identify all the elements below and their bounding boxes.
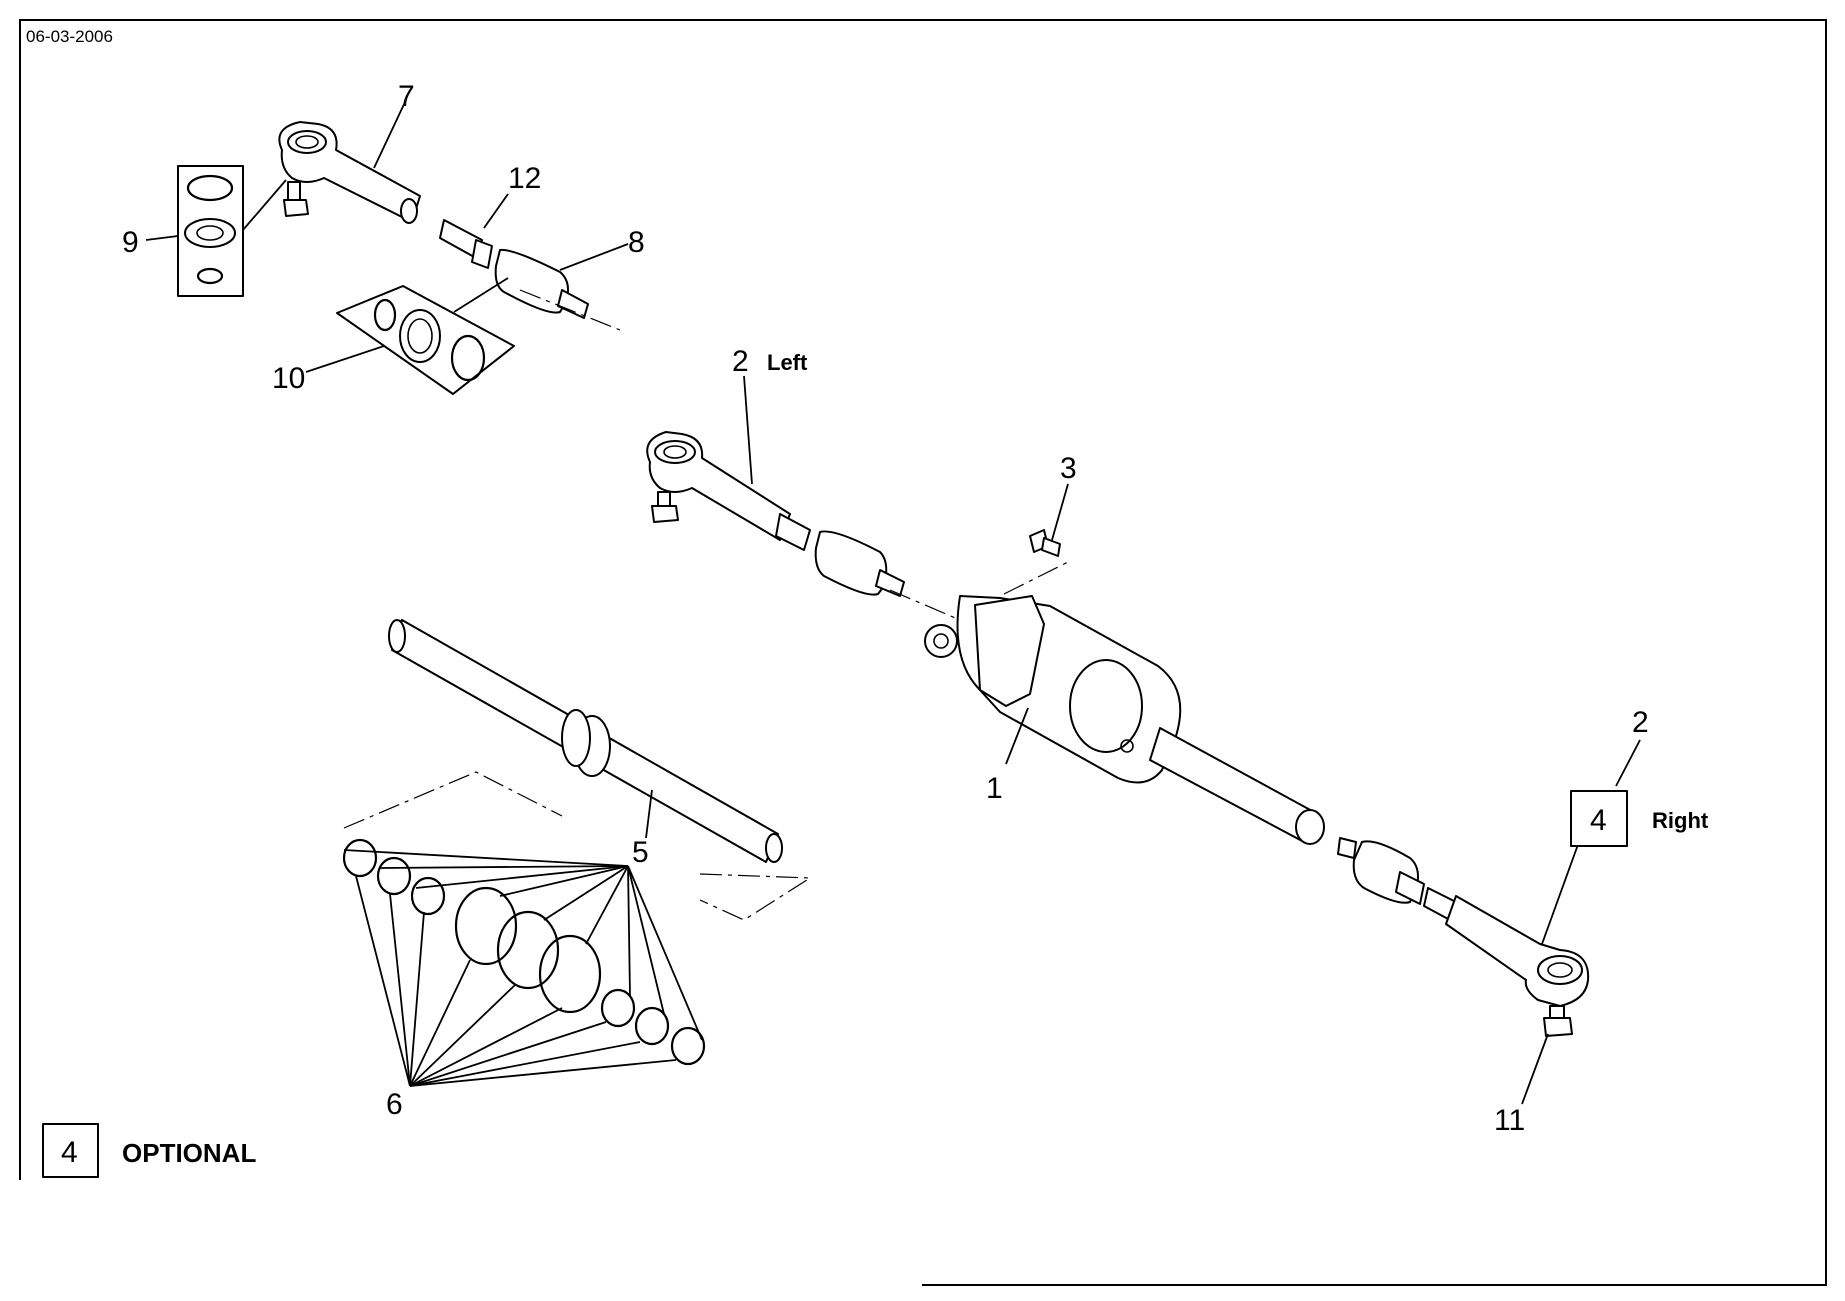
callout-6: 6: [386, 1088, 403, 1121]
callout-2-left: 2: [732, 345, 749, 378]
callout-10: 10: [272, 362, 305, 395]
optional-marker-box-right: [1570, 790, 1628, 847]
callout-2-right-note: Right: [1652, 808, 1709, 833]
callout-9: 9: [122, 226, 139, 259]
callout-8: 8: [628, 226, 645, 259]
tie-rod-end-8: [439, 219, 621, 331]
tie-rod-end-7: [278, 121, 421, 224]
callout-2-right: 2: [1632, 706, 1649, 739]
piston-rod: [343, 619, 812, 921]
callout-2-left-note: Left: [767, 350, 808, 375]
bolt-3: [1029, 529, 1061, 557]
legend-symbol-box: [42, 1123, 99, 1178]
page-frame: [19, 19, 1827, 1286]
callout-4-right: 4: [1590, 804, 1607, 837]
date-label: 06-03-2006: [26, 27, 113, 46]
callout-12: 12: [508, 162, 541, 195]
callout-3: 3: [1060, 452, 1077, 485]
seal-kit-6: [342, 838, 706, 1087]
legend: 4 OPTIONAL: [42, 1123, 256, 1178]
tie-rod-right: [1337, 837, 1590, 1037]
legend-symbol: 4: [61, 1136, 78, 1169]
kit-box-10: [336, 285, 515, 395]
legend-text: OPTIONAL: [122, 1138, 256, 1168]
callout-5: 5: [632, 836, 649, 869]
kit-box-9: [177, 165, 244, 297]
callout-11: 11: [1494, 1104, 1525, 1137]
callout-7: 7: [398, 80, 415, 113]
seal-leader-fan: [343, 849, 703, 1087]
tie-rod-left: [646, 431, 961, 621]
callout-1: 1: [986, 772, 1003, 805]
leader-lines: [145, 99, 1641, 1105]
steering-cylinder: [924, 559, 1325, 845]
